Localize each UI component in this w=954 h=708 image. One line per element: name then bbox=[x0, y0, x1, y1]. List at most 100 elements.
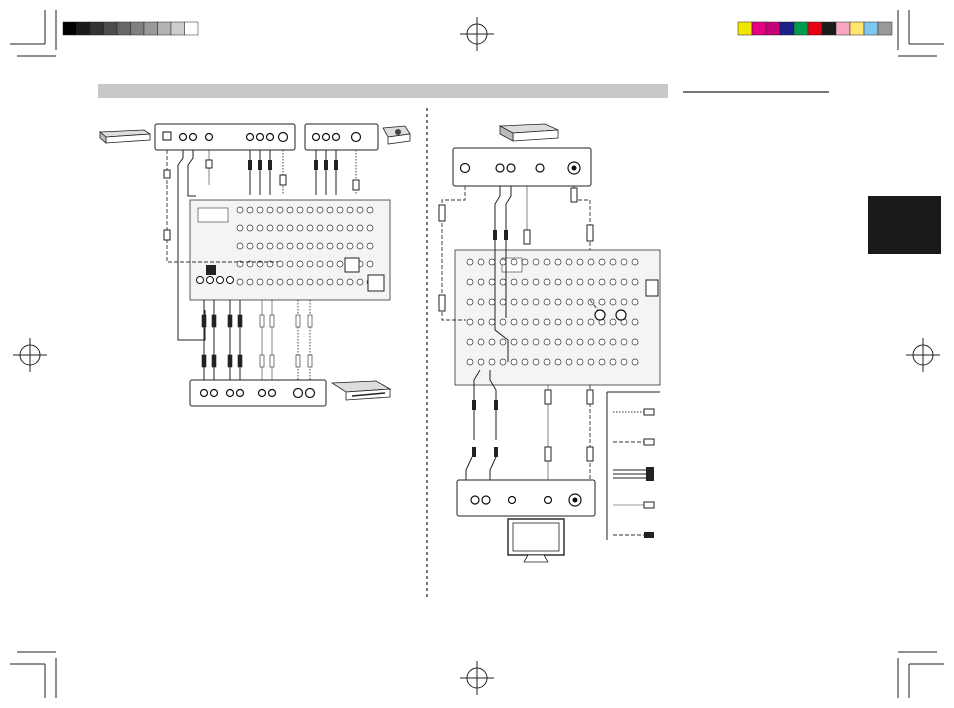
gray-swatch bbox=[116, 21, 131, 36]
receiver-jack bbox=[543, 258, 551, 266]
receiver-jack bbox=[598, 358, 606, 366]
cable-legend bbox=[606, 391, 660, 540]
receiver-jack bbox=[587, 358, 595, 366]
cable-plug bbox=[259, 314, 265, 328]
receiver-jack bbox=[477, 298, 485, 306]
receiver-jack bbox=[196, 276, 204, 284]
cable-plug bbox=[295, 354, 301, 368]
receiver-jack bbox=[620, 258, 628, 266]
dvd-player-icon bbox=[98, 129, 152, 144]
vcr-icon bbox=[330, 380, 392, 401]
receiver-jack bbox=[286, 278, 294, 286]
receiver-jack bbox=[521, 278, 529, 286]
receiver-jack bbox=[576, 358, 584, 366]
receiver-jack bbox=[532, 278, 540, 286]
receiver-jack bbox=[236, 206, 244, 214]
receiver-jack bbox=[631, 338, 639, 346]
color-swatch bbox=[793, 21, 809, 36]
receiver-jack bbox=[488, 258, 496, 266]
receiver-jack bbox=[521, 338, 529, 346]
receiver-jack bbox=[296, 260, 304, 268]
receiver-jack bbox=[576, 298, 584, 306]
receiver-jack bbox=[306, 260, 314, 268]
source-output-panel bbox=[154, 123, 296, 151]
receiver-jack bbox=[346, 278, 354, 286]
registration-target-right bbox=[906, 338, 940, 372]
receiver-jack bbox=[356, 242, 364, 250]
receiver-jack bbox=[499, 258, 507, 266]
receiver-jack bbox=[554, 318, 562, 326]
receiver-jack bbox=[554, 258, 562, 266]
receiver-jack bbox=[477, 278, 485, 286]
receiver-jack bbox=[246, 224, 254, 232]
receiver-jack bbox=[499, 338, 507, 346]
legend-s-video-cable bbox=[613, 438, 655, 446]
receiver-jack bbox=[366, 206, 374, 214]
receiver-jack bbox=[543, 318, 551, 326]
receiver-jack bbox=[609, 318, 617, 326]
receiver-jack bbox=[316, 206, 324, 214]
receiver-jack bbox=[488, 358, 496, 366]
receiver-jack bbox=[286, 260, 294, 268]
receiver-jack bbox=[336, 260, 344, 268]
receiver-jack bbox=[488, 298, 496, 306]
cable-plug bbox=[227, 314, 233, 328]
receiver-jack bbox=[236, 224, 244, 232]
receiver-jack bbox=[609, 298, 617, 306]
cable-plug bbox=[307, 314, 313, 328]
receiver-jack bbox=[306, 206, 314, 214]
receiver-jack bbox=[609, 278, 617, 286]
receiver-jack bbox=[587, 338, 595, 346]
legend-composite-video-cable bbox=[613, 501, 655, 509]
receiver-jack bbox=[488, 318, 496, 326]
receiver-jack bbox=[316, 278, 324, 286]
receiver-jack bbox=[296, 242, 304, 250]
receiver-jack bbox=[576, 318, 584, 326]
receiver-jack bbox=[532, 298, 540, 306]
receiver-jack bbox=[246, 278, 254, 286]
receiver-jack bbox=[620, 338, 628, 346]
receiver-jack bbox=[366, 224, 374, 232]
receiver-jack bbox=[620, 358, 628, 366]
color-swatch bbox=[821, 21, 837, 36]
receiver-jack bbox=[326, 278, 334, 286]
receiver-jack bbox=[256, 242, 264, 250]
cable-plug bbox=[211, 354, 217, 368]
cable-plug bbox=[259, 354, 265, 368]
color-swatch bbox=[863, 21, 879, 36]
receiver-jack bbox=[565, 318, 573, 326]
receiver-jack bbox=[336, 278, 344, 286]
right-diagram bbox=[438, 123, 661, 563]
receiver-jack bbox=[236, 242, 244, 250]
gray-swatch bbox=[89, 21, 104, 36]
receiver-jack bbox=[266, 278, 274, 286]
receiver-jack bbox=[609, 358, 617, 366]
receiver-jack bbox=[499, 298, 507, 306]
receiver-jack bbox=[576, 278, 584, 286]
receiver-jack bbox=[532, 338, 540, 346]
side-tab bbox=[868, 196, 941, 254]
receiver-jack bbox=[246, 206, 254, 214]
receiver-jack bbox=[565, 298, 573, 306]
receiver-jack bbox=[326, 260, 334, 268]
receiver-jack bbox=[256, 260, 264, 268]
receiver-jack bbox=[499, 278, 507, 286]
tv-monitor-icon bbox=[507, 518, 565, 563]
receiver-jack bbox=[510, 318, 518, 326]
cable-plug bbox=[227, 354, 233, 368]
receiver-jack-array-right bbox=[466, 258, 639, 366]
receiver-jack bbox=[266, 242, 274, 250]
receiver-jack bbox=[598, 298, 606, 306]
registration-target-left bbox=[13, 338, 47, 372]
registration-target-top bbox=[460, 17, 494, 51]
receiver-jack bbox=[543, 338, 551, 346]
receiver-jack bbox=[543, 358, 551, 366]
receiver-jack bbox=[466, 358, 474, 366]
receiver-jack bbox=[256, 224, 264, 232]
receiver-jack bbox=[216, 276, 224, 284]
receiver-jack bbox=[276, 278, 284, 286]
receiver-jack bbox=[477, 358, 485, 366]
receiver-jack bbox=[477, 258, 485, 266]
receiver-jack bbox=[554, 358, 562, 366]
receiver-jack bbox=[587, 318, 595, 326]
